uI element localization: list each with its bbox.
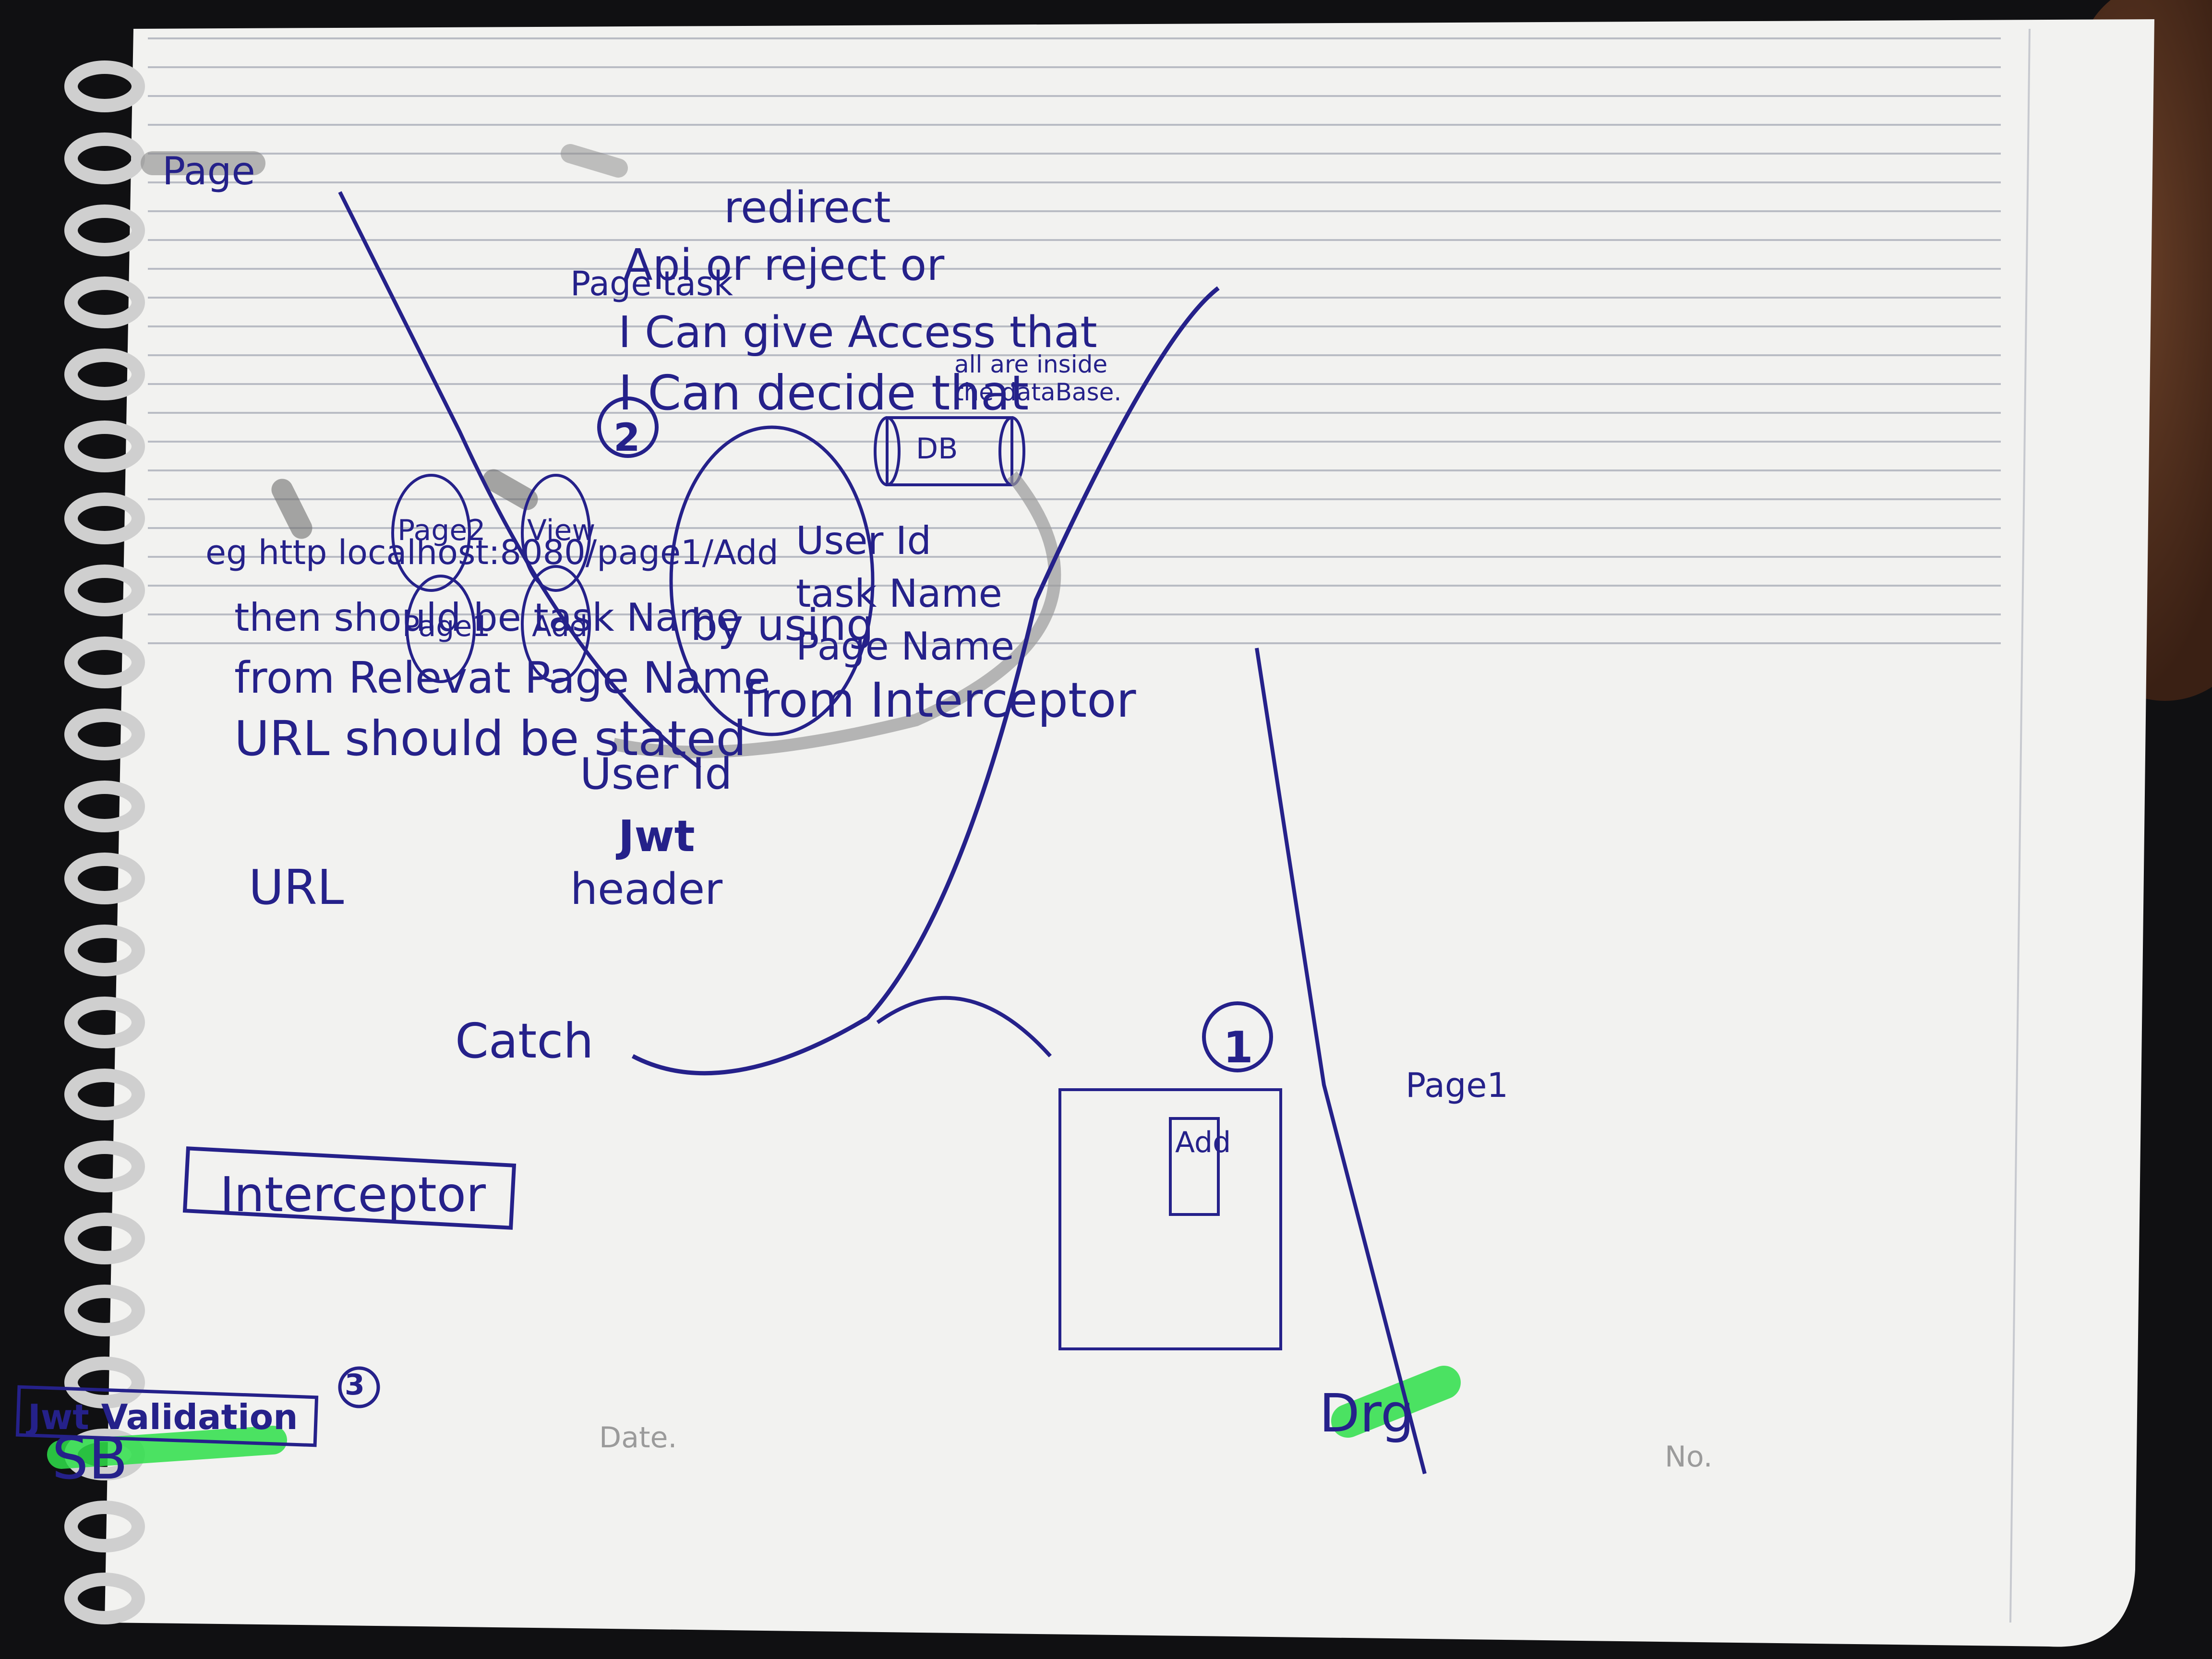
step3-circle bbox=[338, 1366, 380, 1408]
spiral-ring bbox=[64, 1141, 145, 1192]
jwt-validation-title: Jwt Validation bbox=[28, 1397, 298, 1437]
connector-down bbox=[876, 996, 1052, 1058]
highlight-url2 bbox=[271, 479, 313, 539]
spiral-ring bbox=[64, 204, 145, 256]
page1-box bbox=[1058, 1088, 1282, 1350]
note-line2: from Relevat Page Name bbox=[234, 653, 770, 703]
spiral-ring bbox=[64, 637, 145, 688]
url-label: URL bbox=[249, 859, 344, 915]
date-label: Date. bbox=[599, 1421, 677, 1455]
from-interceptor: from Interceptor bbox=[743, 672, 1136, 728]
list-page2: Page2 bbox=[397, 514, 486, 547]
field-user-id: User Id bbox=[796, 518, 932, 563]
step1-circle bbox=[1202, 1001, 1273, 1072]
spiral-ring bbox=[64, 1573, 145, 1624]
decide-line2: I Can give Access that bbox=[618, 307, 1097, 358]
note-example: eg http localhost:8080/page1/Add bbox=[205, 533, 779, 572]
spiral-ring bbox=[64, 781, 145, 832]
oval-view bbox=[521, 474, 591, 592]
decide-line3: Api or reject or bbox=[623, 240, 945, 290]
spiral-binding bbox=[64, 60, 145, 1624]
list-add: Add bbox=[532, 610, 588, 643]
list-view: View bbox=[527, 514, 596, 547]
jwt-label: Jwt bbox=[618, 811, 695, 862]
add-button-box bbox=[1169, 1117, 1220, 1216]
no-label: No. bbox=[1665, 1440, 1713, 1474]
spiral-ring bbox=[64, 853, 145, 904]
interceptor-label: Interceptor bbox=[220, 1166, 486, 1223]
fields-circle bbox=[669, 425, 875, 736]
spiral-ring bbox=[64, 1069, 145, 1120]
highlight-pagetask bbox=[561, 144, 628, 178]
interceptor-box bbox=[182, 1146, 517, 1230]
margin-line bbox=[2009, 28, 2031, 1623]
step1-number: 1 bbox=[1223, 1022, 1253, 1073]
header-label: header bbox=[570, 864, 723, 914]
decide-line1: I Can decide that bbox=[618, 365, 1029, 421]
step3-number: 3 bbox=[345, 1368, 365, 1402]
paper bbox=[105, 19, 2154, 1647]
note-line1: URL should be stated bbox=[234, 710, 746, 767]
step2-circle bbox=[597, 397, 659, 458]
spiral-ring bbox=[64, 421, 145, 472]
catch-label: Catch bbox=[455, 1013, 594, 1069]
oval-add bbox=[521, 565, 591, 683]
field-task-name: task Name bbox=[796, 571, 1002, 616]
spiral-ring bbox=[64, 60, 145, 112]
highlight-date bbox=[1331, 1366, 1461, 1438]
add-button-label: Add bbox=[1175, 1126, 1231, 1159]
connector-lower bbox=[338, 191, 701, 770]
jwt-validation-box bbox=[15, 1385, 319, 1447]
field-page-name: Page Name bbox=[796, 624, 1015, 669]
spiral-ring bbox=[64, 1501, 145, 1552]
spiral-ring bbox=[64, 132, 145, 184]
step2-number: 2 bbox=[613, 415, 640, 460]
highlight-url bbox=[482, 469, 538, 510]
connector-main bbox=[631, 286, 1220, 1076]
spiral-ring bbox=[64, 1357, 145, 1408]
spiral-ring bbox=[64, 276, 145, 328]
spiral-ring bbox=[64, 349, 145, 400]
oval-page2 bbox=[391, 474, 471, 592]
list-page1: Page1 bbox=[402, 610, 491, 643]
spiral-ring bbox=[64, 1285, 145, 1336]
spiral-ring bbox=[64, 925, 145, 976]
ruled-lines bbox=[148, 37, 2001, 644]
spiral-ring bbox=[64, 565, 145, 616]
db-label: DB bbox=[916, 432, 958, 466]
spiral-ring bbox=[64, 493, 145, 544]
decide-line4: redirect bbox=[724, 182, 891, 233]
oval-page1 bbox=[406, 575, 476, 683]
spiral-ring bbox=[64, 709, 145, 760]
list-page-label: Page bbox=[162, 149, 255, 193]
page1-label: Page1 bbox=[1406, 1066, 1508, 1105]
connector-horizontal bbox=[1255, 648, 1427, 1475]
spiral-ring bbox=[64, 1213, 145, 1264]
date-value: Drg bbox=[1319, 1382, 1414, 1444]
spiral-ring bbox=[64, 997, 145, 1048]
